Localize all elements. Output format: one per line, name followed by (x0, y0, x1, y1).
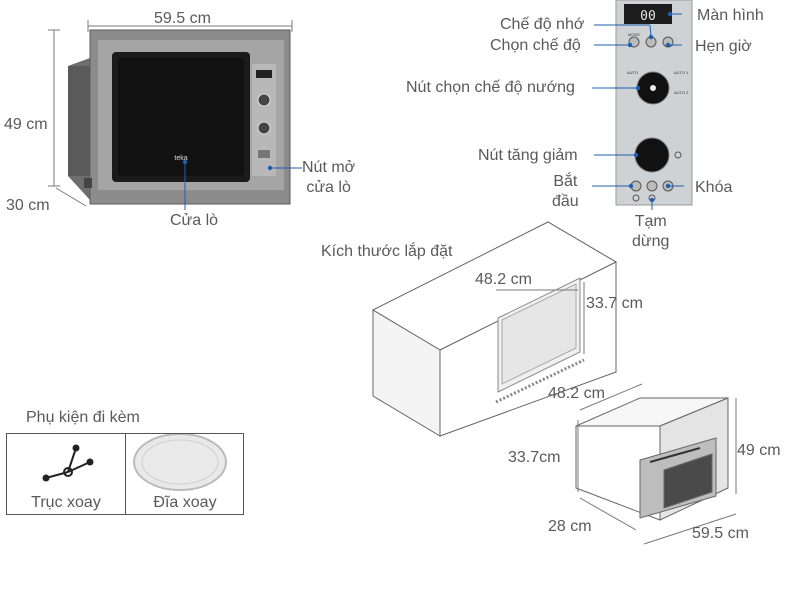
svg-text:AUTO 2: AUTO 2 (674, 90, 689, 95)
oven-front-callouts (182, 159, 302, 210)
start-button-label: Bắt đầu (552, 173, 579, 210)
oven-door-label: Cửa lò (170, 212, 219, 229)
oven3d-depth-label: 28 cm (548, 518, 592, 535)
accessories-table: Trục xoay Đĩa xoay (6, 433, 244, 515)
lock-button-label: Khóa (695, 179, 733, 196)
oven3d-height-label: 49 cm (737, 442, 781, 459)
panel-display-digits: 00 (640, 9, 656, 24)
installation-title: Kích thước lắp đặt (321, 243, 453, 260)
svg-text:MODE: MODE (628, 32, 640, 37)
control-panel-illustration: MODE AUTO AUTO 1 AUTO 2 (615, 0, 693, 206)
accessory-label: Trục xoay (31, 494, 101, 511)
oven3d-inner-height-label: 33.7cm (508, 449, 561, 466)
oven-width-label: 59.5 cm (154, 10, 211, 27)
svg-text:AUTO: AUTO (627, 70, 638, 75)
bake-knob-label: Nút chọn chế độ nướng (406, 79, 575, 96)
oven-height-label: 49 cm (4, 116, 48, 133)
timer-label: Hẹn giờ (695, 38, 752, 55)
cabinet-height-label: 33.7 cm (586, 295, 643, 312)
accessories-title: Phụ kiện đi kèm (26, 409, 140, 426)
select-mode-label: Chọn chế độ (490, 37, 581, 54)
cabinet-dimensions (496, 282, 585, 354)
oven-brand-logo: teka (174, 155, 187, 162)
oven-depth-label: 30 cm (6, 197, 50, 214)
control-panel-callouts (592, 11, 684, 210)
oven-front-dimensions (48, 20, 293, 207)
oven-3d-illustration (575, 397, 729, 521)
memory-mode-label: Chế độ nhớ (500, 16, 585, 33)
door-open-button-label: Nút mở cửa lò (302, 159, 356, 196)
oven-front-illustration: teka (68, 29, 291, 205)
accessory-item-glass-turntable: Đĩa xoay (125, 434, 244, 514)
oven3d-inner-width-label: 48.2 cm (548, 385, 605, 402)
adjust-knob-label: Nút tăng giảm (478, 147, 578, 164)
accessory-label: Đĩa xoay (153, 494, 217, 511)
turntable-support-drawing (42, 444, 94, 482)
cabinet-illustration (371, 221, 618, 437)
svg-text:AUTO 1: AUTO 1 (674, 70, 689, 75)
pause-button-label: Tạm dừng (632, 213, 670, 250)
oven-3d-dimensions (577, 383, 737, 545)
glass-turntable-drawing (133, 433, 227, 491)
oven3d-width-label: 59.5 cm (692, 525, 749, 542)
display-label: Màn hình (697, 7, 764, 24)
accessory-item-turntable-support: Trục xoay (7, 434, 125, 514)
cabinet-width-label: 48.2 cm (475, 271, 532, 288)
